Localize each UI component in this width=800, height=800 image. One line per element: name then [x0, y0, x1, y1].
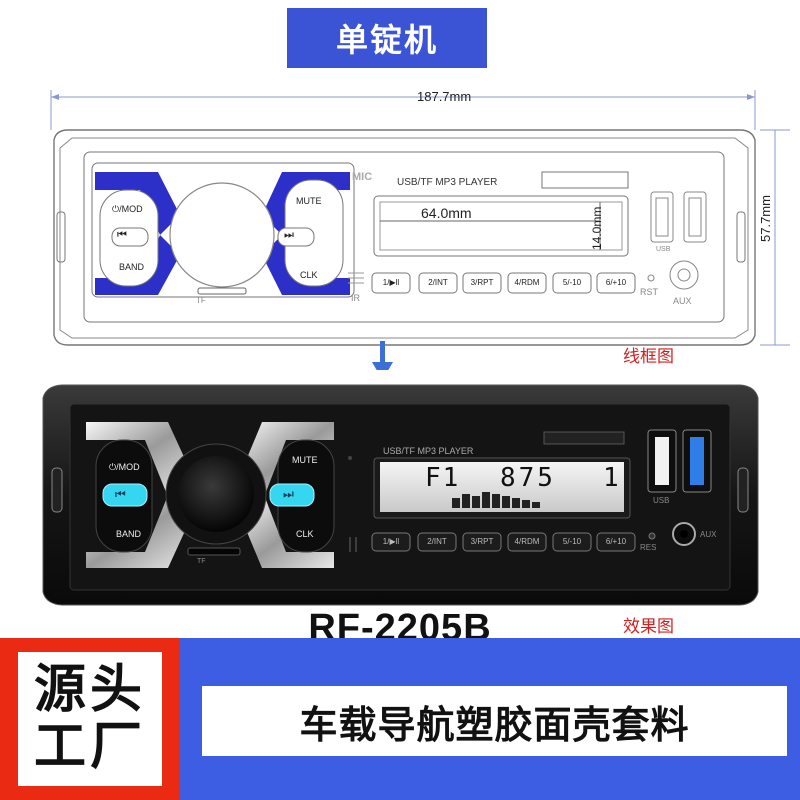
wireframe-aux-label: AUX	[673, 296, 692, 306]
render-caption: 效果图	[623, 617, 674, 637]
lcd-frequency: 875	[500, 463, 556, 493]
tagline-bar: 车载导航塑胶面壳套料	[180, 638, 800, 800]
tagline-text: 车载导航塑胶面壳套料	[202, 686, 787, 756]
preset-button-5[interactable]: 5/-10	[562, 537, 582, 546]
wireframe-rst-label: RST	[640, 287, 658, 297]
head-unit-render	[42, 384, 759, 606]
preset-button-4[interactable]: 4/RDM	[514, 537, 540, 546]
wireframe-preset-3: 3/RPT	[470, 278, 494, 287]
wireframe-preset-5: 5/-10	[562, 278, 582, 287]
screen-height-dimension: 14.0mm	[590, 206, 604, 250]
wireframe-caption: 线框图	[623, 347, 674, 367]
wireframe-preset-2: 2/INT	[428, 278, 448, 287]
wireframe-next-icon: ⏭	[284, 229, 294, 241]
mute-button[interactable]: MUTE	[292, 455, 318, 465]
render-usb-label: USB	[653, 496, 670, 505]
wireframe-clk-label: CLK	[300, 270, 318, 280]
source-factory-line-2: 工厂	[33, 717, 146, 777]
render-tf-label: TF	[197, 558, 206, 565]
wireframe-tf-label: TF	[196, 296, 206, 305]
next-track-icon[interactable]: ⏭	[283, 487, 294, 501]
wireframe-preset-6: 6/+10	[605, 278, 627, 287]
wireframe-ir-label: IR	[351, 293, 360, 303]
lcd-band: F1	[425, 463, 461, 493]
wireframe-mute-label: MUTE	[296, 196, 322, 206]
wireframe-usb-label: USB	[656, 246, 671, 253]
height-dimension: 57.7mm	[758, 195, 773, 242]
source-factory-line-1: 源头	[33, 659, 146, 720]
wireframe-prev-icon: ⏮	[117, 229, 127, 241]
screen-width-dimension: 64.0mm	[421, 205, 472, 221]
preset-button-1[interactable]: 1/▶ll	[382, 537, 400, 546]
wireframe-drawing	[50, 90, 790, 370]
mic-label: MIC	[352, 171, 373, 183]
clk-button[interactable]: CLK	[296, 529, 314, 539]
source-factory-text: 源头 工厂	[18, 652, 162, 786]
reset-button[interactable]: RES	[640, 543, 657, 552]
wireframe-preset-1: 1/▶ll	[382, 278, 400, 287]
wireframe-preset-4: 4/RDM	[514, 278, 540, 287]
aux-jack-label: AUX	[700, 530, 717, 539]
preset-button-2[interactable]: 2/INT	[427, 537, 447, 546]
wireframe-mod-label: ⏻/MOD	[112, 204, 143, 214]
source-factory-badge: 源头 工厂	[0, 638, 180, 800]
width-dimension: 187.7mm	[417, 89, 472, 104]
mod-button[interactable]: ⏻/MOD	[109, 462, 140, 472]
wireframe-band-label: BAND	[119, 262, 145, 272]
lcd-preset: 1	[603, 463, 619, 493]
preset-button-3[interactable]: 3/RPT	[470, 537, 494, 546]
header-title: 单锭机	[287, 8, 487, 68]
preset-button-6[interactable]: 6/+10	[605, 537, 627, 546]
render-player-label: USB/TF MP3 PLAYER	[383, 446, 474, 456]
wireframe-player-label: USB/TF MP3 PLAYER	[397, 177, 498, 188]
band-button[interactable]: BAND	[116, 529, 142, 539]
prev-track-icon[interactable]: ⏮	[115, 487, 126, 501]
